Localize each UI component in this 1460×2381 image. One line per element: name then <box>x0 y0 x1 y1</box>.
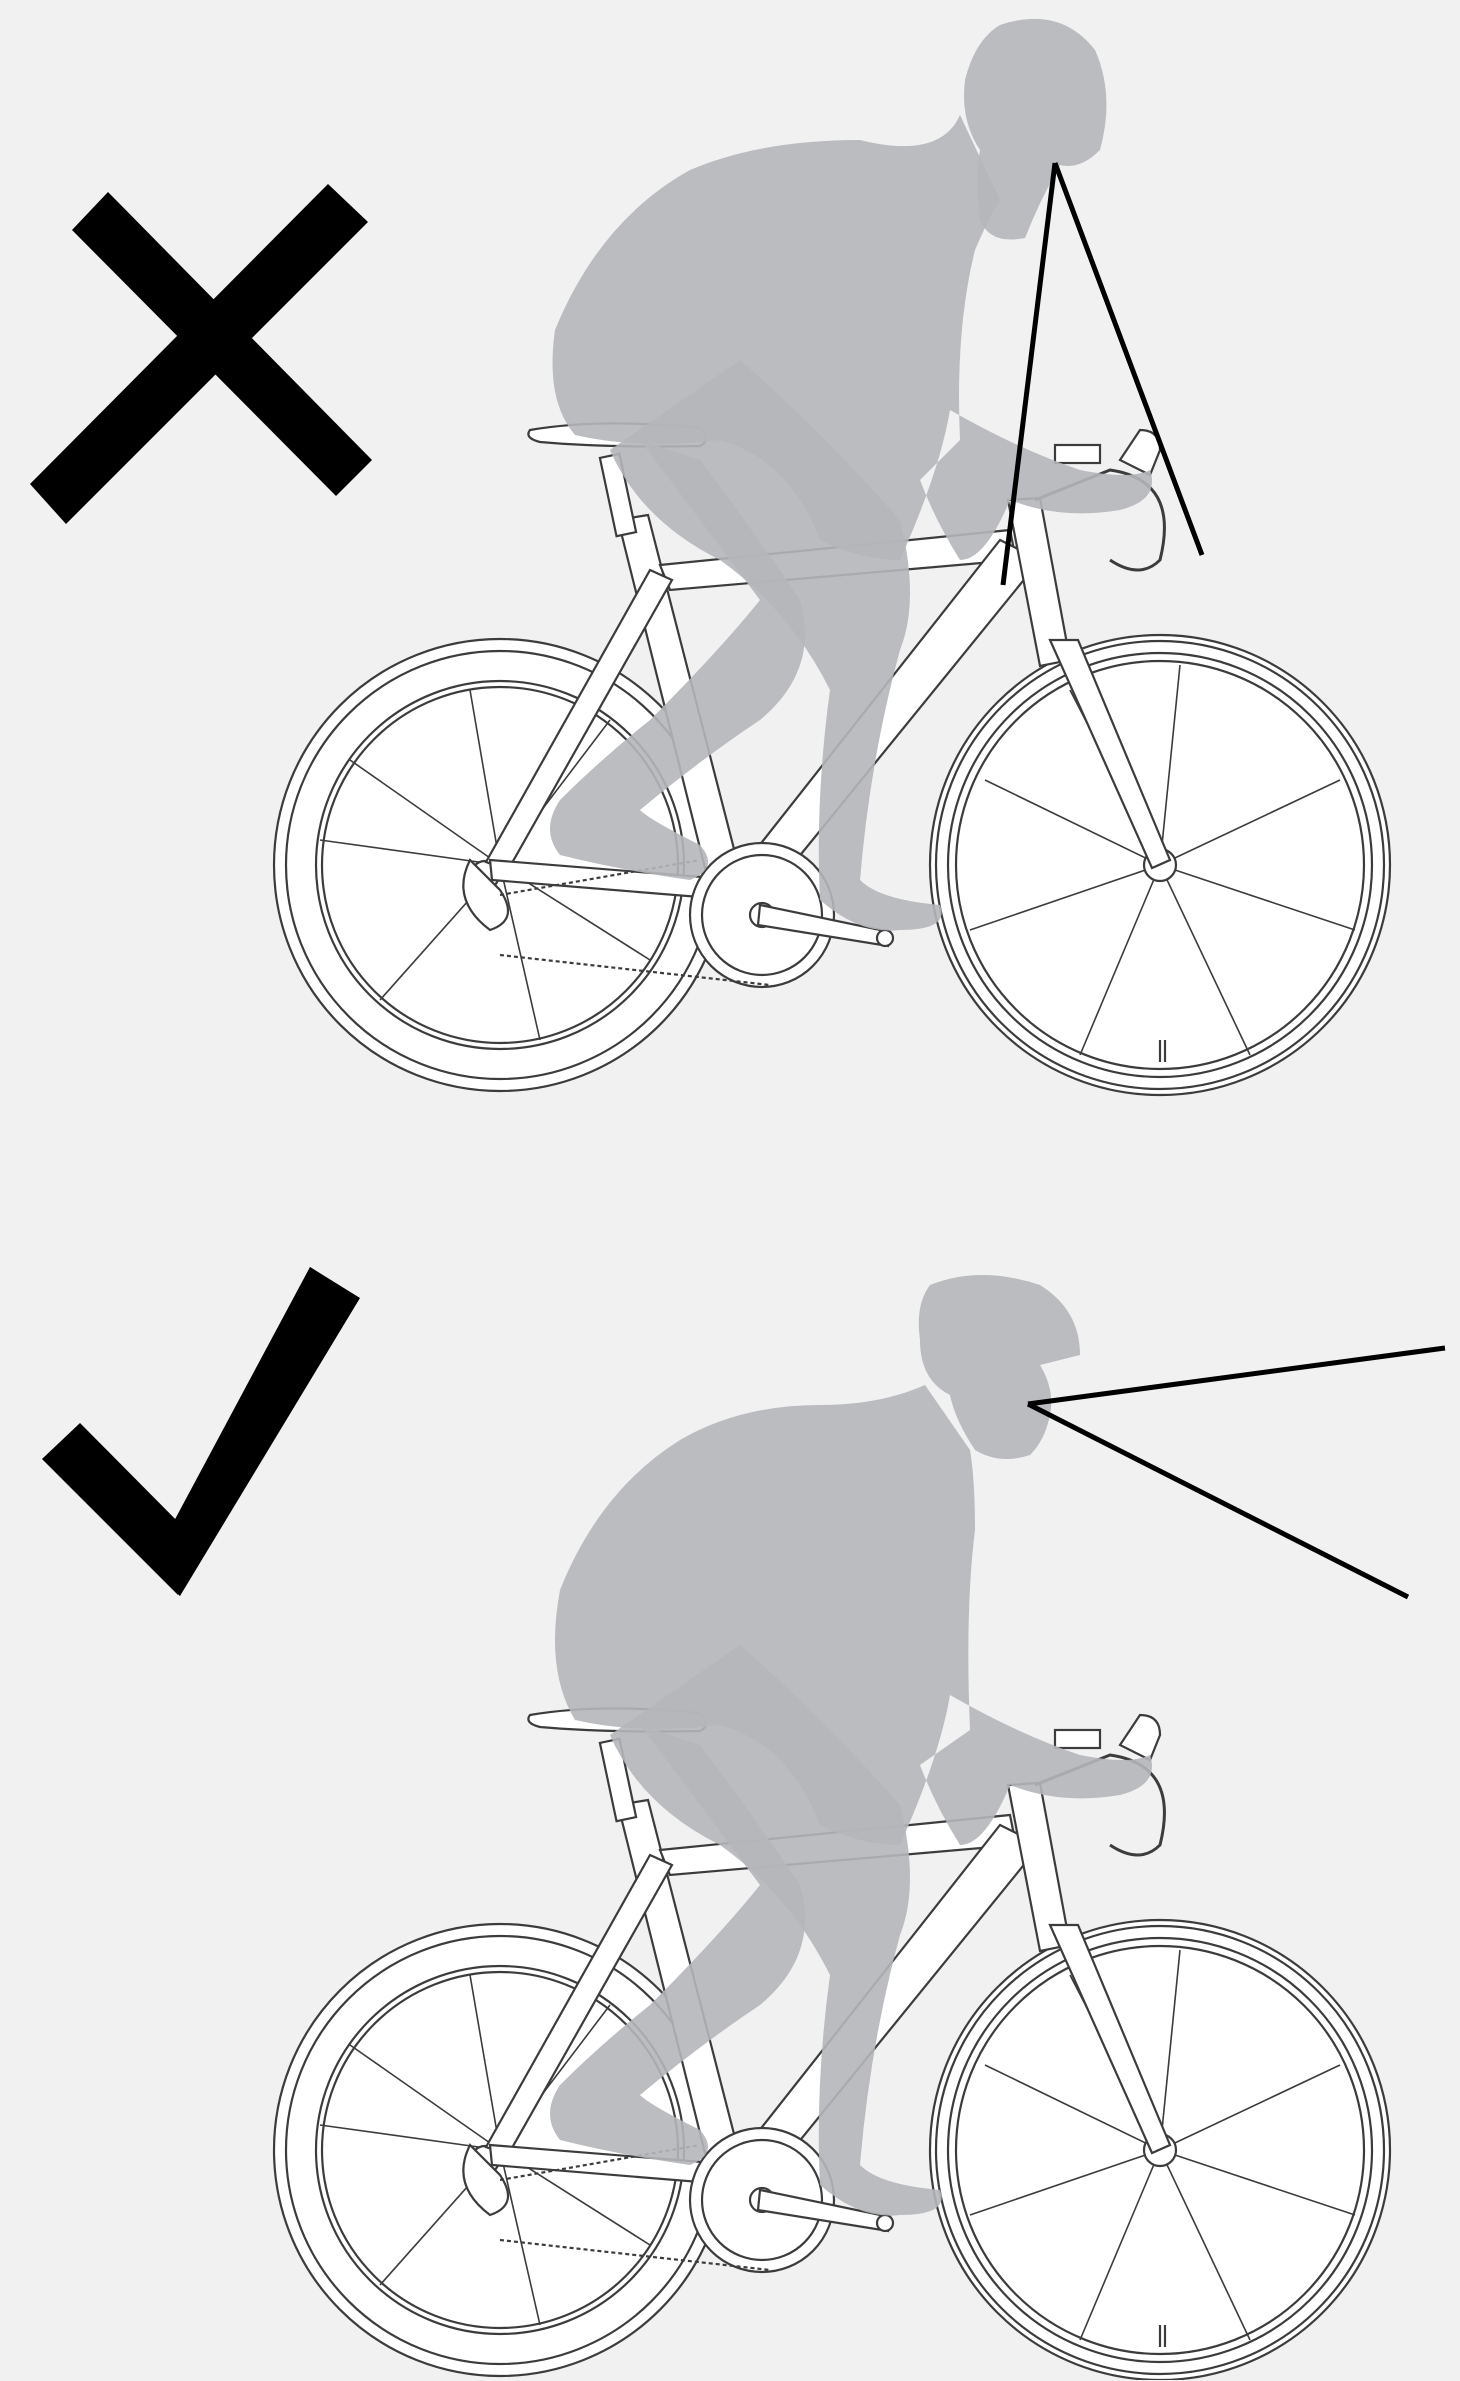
cross-icon <box>30 184 372 524</box>
correct-posture-illustration <box>0 1190 1460 2380</box>
incorrect-posture-illustration <box>0 0 1460 1190</box>
correct-posture-panel <box>0 1190 1460 2380</box>
sight-lines <box>1028 1348 1445 1597</box>
checkmark-icon <box>42 1267 360 1596</box>
incorrect-posture-panel <box>0 0 1460 1190</box>
